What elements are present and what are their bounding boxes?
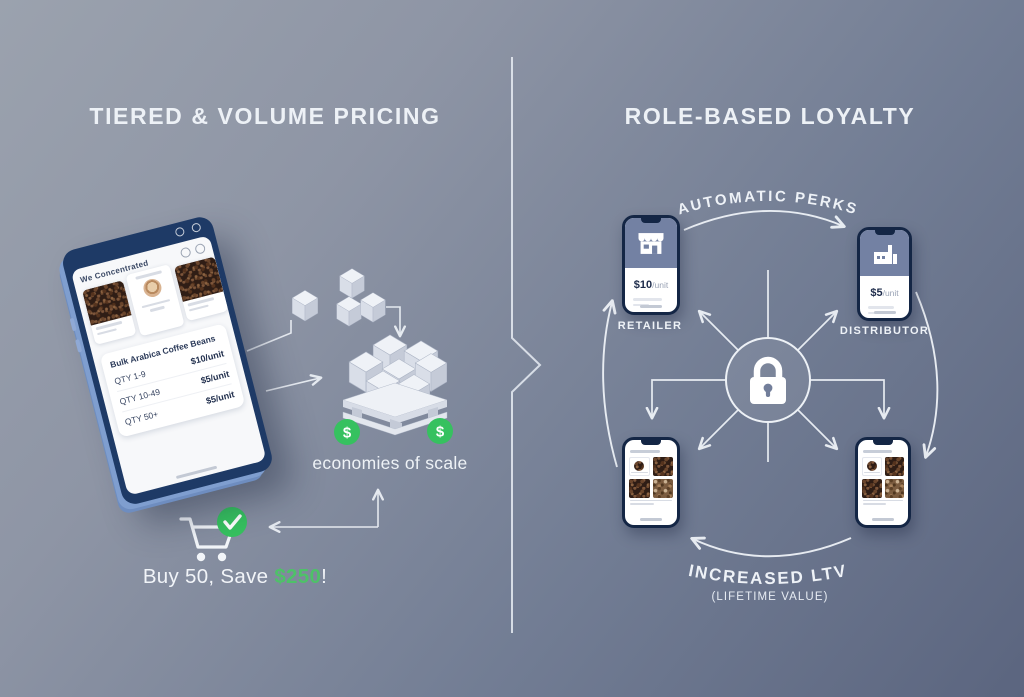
lock-hub [725,337,811,423]
dollar-badge-icon: $ [334,419,360,445]
box-group-illustration [336,268,386,327]
savings-caption-suffix: ! [321,565,328,588]
lock-icon [750,356,786,404]
savings-caption-prefix: Buy 50, Save [142,565,275,588]
tier-qty: QTY 50+ [123,408,160,428]
home-indicator [175,465,217,480]
shop-phone-mockup [855,437,911,528]
tablet-screen: We Concentrated Bulk Ara [70,235,267,496]
retailer-price-unit: /unit [652,280,669,290]
factory-icon [873,244,897,264]
home-indicator [640,305,662,308]
distributor-price-unit: /unit [882,288,899,298]
lifetime-value-sublabel: (LIFETIME VALUE) [711,591,828,603]
coffee-cup-image [140,276,163,299]
tablet-volume-button [69,317,77,332]
tier-price: $5/unit [199,368,231,386]
storefront-icon [638,232,664,254]
retailer-price: $10 [633,279,653,291]
tier-price: $10/unit [189,348,226,367]
distributor-price: $5 [870,287,883,299]
tablet-power-button [75,339,83,353]
shop-phone-mockup [622,437,680,528]
left-connector-arrows [246,306,406,533]
small-box-illustration [292,290,318,322]
savings-amount: $250 [274,565,322,588]
tier-price: $5/unit [204,389,236,407]
home-indicator [640,518,662,521]
home-indicator [873,311,896,314]
retailer-label: RETAILER [617,320,683,332]
check-badge-icon [217,507,247,537]
loyalty-spoke-arrows [645,270,891,462]
automatic-perks-label: AUTOMATIC PERKS [676,188,861,219]
cart-icon [179,517,235,562]
product-card [173,256,229,322]
pricing-tablet-mockup: We Concentrated Bulk Ara [60,214,275,507]
status-icons [174,222,202,238]
savings-caption: Buy 50, Save $250! [100,565,370,589]
increased-ltv-label: INCREASED LTV [687,561,849,588]
distributor-label: DISTRIBUTOR [839,325,930,337]
dollar-badge-icon: $ [427,418,453,444]
left-section-title: TIERED & VOLUME PRICING [89,103,441,129]
tier-qty: QTY 1-9 [113,368,147,387]
home-indicator [872,518,894,521]
right-section-title: ROLE-BASED LOYALTY [624,103,916,129]
divider-line [511,57,542,633]
svg-text:$: $ [343,424,352,441]
distributor-phone-mockup: $5/unit [857,227,912,321]
pallet-illustration [342,334,448,436]
retailer-phone-mockup: $10/unit [622,215,680,315]
svg-text:$: $ [436,423,445,440]
economies-of-scale-label: economies of scale [312,453,468,473]
